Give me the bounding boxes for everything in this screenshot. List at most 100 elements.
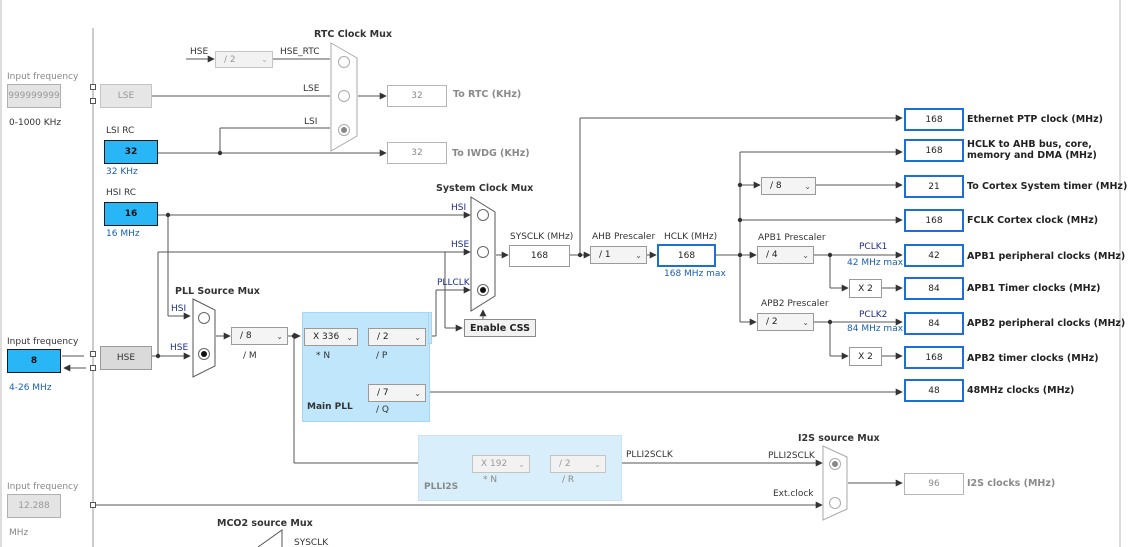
apb1-prescaler-value: / 4 bbox=[766, 250, 778, 260]
apb1-peripheral-value[interactable]: 42 bbox=[904, 244, 964, 267]
lsi-frequency-value: 32 bbox=[104, 140, 158, 164]
hse-out-pin bbox=[90, 365, 96, 371]
i2s-source-mux[interactable] bbox=[822, 445, 848, 521]
hclk-label: HCLK (MHz) bbox=[664, 232, 718, 242]
rtc-lsi-radio[interactable] bbox=[338, 124, 350, 136]
pll-n-multiplier-value: X 336 bbox=[313, 332, 340, 342]
chevron-down-icon: ⌄ bbox=[346, 332, 353, 342]
apb1-prescaler-select[interactable]: / 4 ⌄ bbox=[757, 246, 814, 264]
plli2s-r-label: / R bbox=[562, 475, 575, 485]
pll-q-label: / Q bbox=[376, 405, 389, 415]
i2s-source-mux-title: I2S source Mux bbox=[798, 433, 880, 444]
i2s-plli2sclk-radio[interactable] bbox=[829, 458, 841, 470]
plli2s-r-divider-select[interactable]: / 2⌄ bbox=[550, 455, 606, 473]
hse-input-label: Input frequency bbox=[7, 337, 79, 347]
chevron-down-icon: ⌄ bbox=[802, 250, 809, 260]
cortex-timer-divider-select[interactable]: / 8 ⌄ bbox=[761, 177, 816, 195]
hse-rtc-label: HSE_RTC bbox=[280, 47, 320, 57]
chevron-down-icon: ⌄ bbox=[261, 55, 268, 64]
i2s-ext-clock-label: Ext.clock bbox=[773, 489, 814, 499]
sysclk-label: SYSCLK (MHz) bbox=[510, 232, 574, 242]
apb1-prescaler-label: APB1 Prescaler bbox=[758, 233, 826, 243]
plli2s-n-label: * N bbox=[483, 475, 498, 485]
hse-frequency-input[interactable]: 8 bbox=[7, 349, 61, 373]
fclk-cortex-value[interactable]: 168 bbox=[904, 209, 964, 232]
hse-range-label: 4-26 MHz bbox=[9, 383, 52, 393]
ext-clock-pin bbox=[90, 502, 96, 508]
pll-p-divider-value: / 2 bbox=[377, 332, 389, 342]
pll-source-mux[interactable] bbox=[192, 298, 216, 378]
chevron-down-icon: ⌄ bbox=[804, 181, 811, 191]
ethernet-ptp-clock-label: Ethernet PTP clock (MHz) bbox=[967, 114, 1103, 125]
rtc-lse-radio[interactable] bbox=[338, 90, 350, 102]
rtc-clock-mux[interactable] bbox=[330, 42, 358, 152]
apb1-timer-multiplier: X 2 bbox=[849, 279, 882, 298]
pclk1-max-label: 42 MHz max bbox=[847, 258, 904, 268]
pll-source-hsi-radio[interactable] bbox=[198, 312, 210, 324]
apb1-timer-value[interactable]: 84 bbox=[904, 277, 964, 300]
pll-source-hse-radio[interactable] bbox=[198, 348, 210, 360]
lse-input-label: Input frequency bbox=[7, 72, 79, 82]
mux-shape bbox=[822, 445, 848, 521]
apb2-peripheral-value[interactable]: 84 bbox=[904, 312, 964, 335]
clock-48mhz-value[interactable]: 48 bbox=[904, 379, 964, 402]
apb1-peripheral-label: APB1 peripheral clocks (MHz) bbox=[967, 251, 1126, 262]
apb2-timer-value[interactable]: 168 bbox=[904, 346, 964, 369]
sysclk-pllclk-label: PLLCLK bbox=[437, 278, 470, 288]
system-clock-mux-title: System Clock Mux bbox=[436, 183, 534, 194]
cortex-system-timer-value[interactable]: 21 bbox=[904, 175, 964, 198]
rtc-output-value: 32 bbox=[387, 85, 447, 107]
rtc-output-label: To RTC (KHz) bbox=[453, 89, 522, 100]
system-clock-mux[interactable] bbox=[470, 196, 496, 312]
rtc-hse-divider-select[interactable]: / 2⌄ bbox=[215, 51, 273, 68]
rtc-mux-title: RTC Clock Mux bbox=[314, 29, 393, 40]
enable-css-button[interactable]: Enable CSS bbox=[464, 319, 536, 337]
lse-oscillator: LSE bbox=[100, 84, 152, 108]
apb2-prescaler-value: / 2 bbox=[766, 317, 778, 327]
hse-in-pin bbox=[90, 351, 96, 357]
lse-frequency-input[interactable]: 999999999 bbox=[7, 84, 61, 108]
mco2-sysclk-label: SYSCLK bbox=[294, 538, 329, 547]
iwdg-output-value: 32 bbox=[387, 142, 447, 164]
hclk-ahb-value[interactable]: 168 bbox=[904, 139, 964, 162]
hclk-value-input[interactable]: 168 bbox=[657, 244, 716, 267]
plli2sclk-out-label: PLLI2SCLK bbox=[626, 450, 673, 460]
mco2-source-mux-title: MCO2 source Mux bbox=[217, 518, 313, 529]
rtc-hse-label: HSE bbox=[190, 47, 209, 57]
ext-clock-frequency-input[interactable]: 12.288 bbox=[7, 494, 61, 518]
chevron-down-icon: ⌄ bbox=[594, 459, 601, 469]
lse-out-pin bbox=[90, 98, 96, 104]
pll-source-mux-title: PLL Source Mux bbox=[175, 286, 260, 297]
ahb-prescaler-label: AHB Prescaler bbox=[592, 232, 656, 242]
main-pll-title: Main PLL bbox=[307, 402, 353, 412]
pll-source-hse-label: HSE bbox=[170, 343, 189, 353]
lsi-unit-label: 32 KHz bbox=[106, 167, 138, 177]
clock-48mhz-label: 48MHz clocks (MHz) bbox=[967, 385, 1075, 396]
chevron-down-icon: ⌄ bbox=[414, 388, 421, 398]
sysclk-hsi-radio[interactable] bbox=[477, 209, 489, 221]
ahb-prescaler-select[interactable]: / 1⌄ bbox=[590, 246, 647, 264]
pll-source-hsi-label: HSI bbox=[171, 304, 187, 314]
plli2s-n-multiplier-value: X 192 bbox=[481, 459, 508, 469]
pll-m-divider-select[interactable]: / 8⌄ bbox=[231, 327, 288, 345]
pll-q-divider-value: / 7 bbox=[377, 388, 389, 398]
pll-p-divider-select[interactable]: / 2 ⌄ bbox=[368, 328, 426, 346]
i2s-clocks-label: I2S clocks (MHz) bbox=[967, 478, 1056, 489]
sysclk-hse-radio[interactable] bbox=[477, 246, 489, 258]
pll-q-divider-select[interactable]: / 7 ⌄ bbox=[368, 384, 426, 402]
apb2-prescaler-select[interactable]: / 2⌄ bbox=[757, 313, 814, 331]
rtc-hse-radio[interactable] bbox=[338, 56, 350, 68]
i2s-ext-clock-radio[interactable] bbox=[829, 497, 841, 509]
sysclk-pllclk-radio[interactable] bbox=[477, 284, 489, 296]
pll-n-label: * N bbox=[316, 351, 331, 361]
chevron-down-icon: ⌄ bbox=[414, 332, 421, 342]
cortex-timer-divider-value: / 8 bbox=[770, 181, 782, 191]
plli2s-n-multiplier-select[interactable]: X 192⌄ bbox=[472, 455, 530, 473]
pll-n-multiplier-select[interactable]: X 336 ⌄ bbox=[304, 328, 358, 346]
pclk2-label: PCLK2 bbox=[859, 310, 888, 320]
ahb-prescaler-value: / 1 bbox=[599, 250, 611, 260]
i2s-plli2sclk-label: PLLI2SCLK bbox=[768, 451, 815, 461]
hclk-ahb-label: HCLK to AHB bus, core, bbox=[967, 139, 1092, 150]
ethernet-ptp-clock-value[interactable]: 168 bbox=[904, 108, 964, 131]
